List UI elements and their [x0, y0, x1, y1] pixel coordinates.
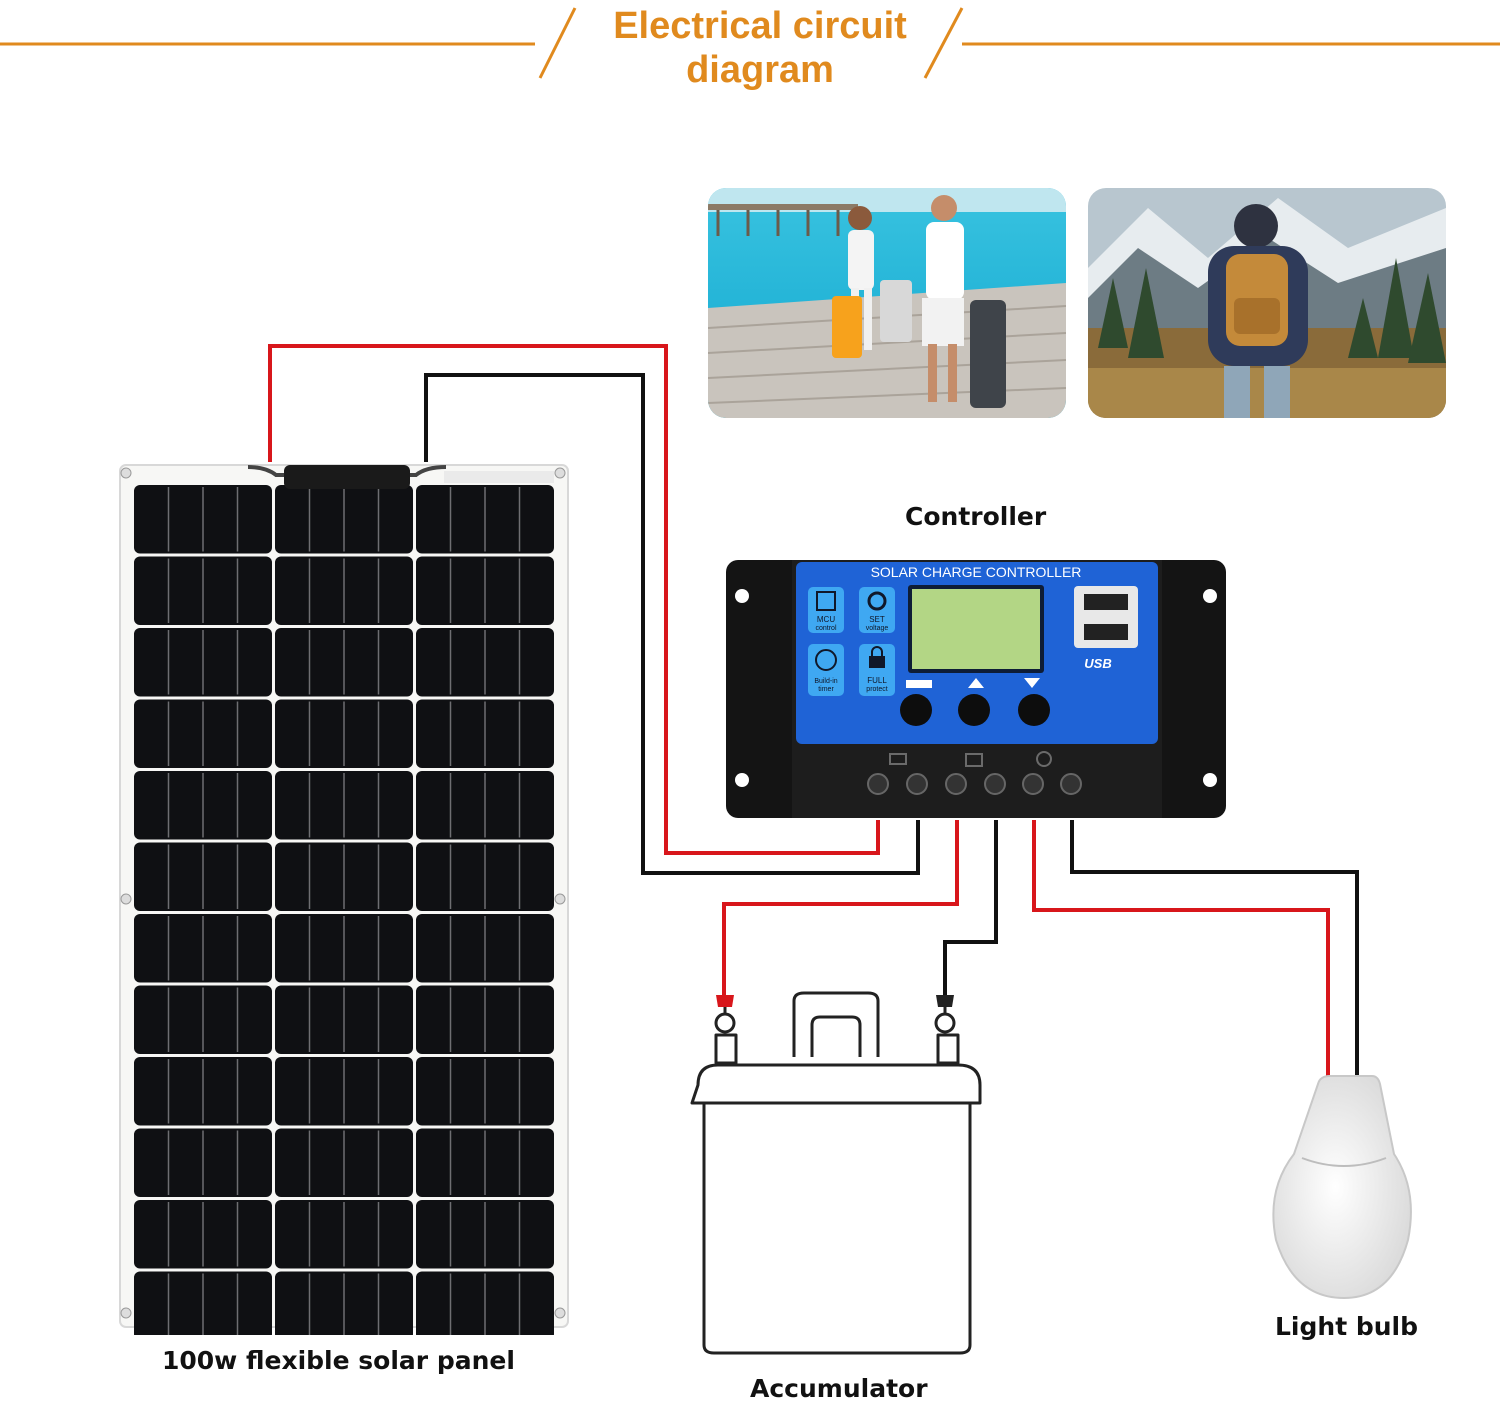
load-positive-wire — [1032, 820, 1330, 1076]
controller-label: Controller — [905, 502, 1047, 531]
badge-mcu-line2: control — [815, 625, 836, 632]
down-arrow-icon — [1024, 678, 1040, 688]
down-button[interactable] — [1018, 694, 1050, 726]
load-negative-wire — [1070, 820, 1359, 1076]
light-bulb-label: Light bulb — [1275, 1312, 1419, 1341]
header-slash-right — [923, 7, 964, 79]
lock-icon — [869, 656, 885, 668]
up-arrow-icon — [968, 678, 984, 688]
panel-positive-wire — [268, 344, 880, 855]
terminal-screws — [867, 773, 1082, 795]
solar-panel-label: 100w flexible solar panel — [162, 1346, 515, 1375]
badge-full-line1: FULL — [867, 676, 887, 685]
panel-cell-grid — [134, 485, 554, 1335]
battery-positive-clip — [716, 995, 734, 1007]
feature-badges: MCU control SET voltage Build-in timer F… — [808, 587, 895, 696]
clock-icon — [815, 649, 837, 671]
badge-timer-line1: Build-in — [814, 678, 837, 685]
battery-positive-wire — [722, 820, 959, 995]
gear-icon — [867, 591, 887, 611]
diagram-title: Electrical circuit diagram — [613, 5, 907, 91]
accumulator-battery — [690, 991, 982, 1355]
battery-terminal-icon — [965, 753, 983, 767]
up-button[interactable] — [958, 694, 990, 726]
mountain-hiker-photo — [1088, 188, 1446, 418]
header-decoration — [0, 7, 1500, 79]
badge-full-line2: protect — [866, 686, 887, 693]
accumulator-label: Accumulator — [750, 1374, 928, 1403]
chip-icon — [816, 591, 836, 611]
controller-heading: SOLAR CHARGE CONTROLLER — [871, 564, 1082, 580]
battery-negative-wire — [943, 820, 998, 995]
solar-panel — [119, 464, 569, 1335]
badge-set-line2: voltage — [866, 625, 889, 632]
bulb-terminal-icon — [1036, 751, 1052, 767]
light-bulb — [1272, 1075, 1412, 1300]
panel-negative-wire — [424, 373, 920, 875]
menu-button[interactable] — [900, 694, 932, 726]
junction-box — [284, 465, 410, 489]
solar-charge-controller: SOLAR CHARGE CONTROLLER MCU control SET … — [726, 560, 1226, 818]
badge-mcu-line1: MCU — [817, 615, 835, 624]
header-slash-left — [538, 7, 577, 79]
usb-label: USB — [1084, 656, 1111, 671]
solar-terminal-icon — [889, 753, 907, 765]
badge-timer-line2: timer — [818, 686, 834, 693]
badge-set-line1: SET — [869, 615, 885, 624]
lcd-screen — [912, 589, 1040, 669]
menu-icon — [906, 680, 932, 688]
beach-travellers-photo — [708, 188, 1066, 418]
battery-negative-clip — [936, 995, 954, 1007]
